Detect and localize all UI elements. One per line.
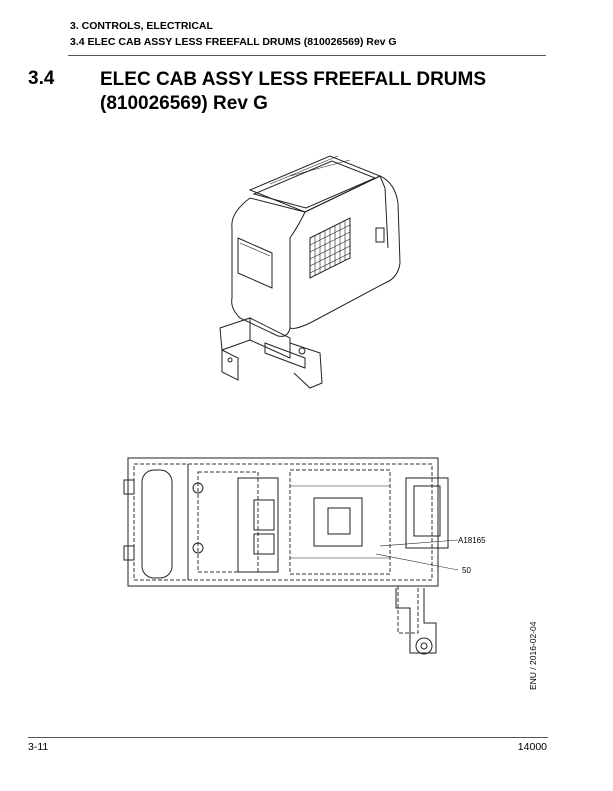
section-header: 3.4 ELEC CAB ASSY LESS FREEFALL DRUMS (8… <box>70 36 397 48</box>
section-title: ELEC CAB ASSY LESS FREEFALL DRUMS (81002… <box>100 68 540 116</box>
page-number: 3-11 <box>28 741 49 753</box>
callout-a18165: A18165 <box>458 536 486 545</box>
cab-isometric-illustration <box>219 155 401 389</box>
section-number: 3.4 <box>28 68 55 89</box>
footer-rule <box>28 737 548 738</box>
cab-vent-grille <box>309 217 351 279</box>
document-date-code: ENU / 2016-02-04 <box>528 621 538 690</box>
chapter-header: 3. CONTROLS, ELECTRICAL <box>70 20 213 32</box>
callout-50: 50 <box>462 566 471 575</box>
header-rule <box>68 55 546 56</box>
cab-top-view-drawing <box>123 457 458 655</box>
section-title-line1: ELEC CAB ASSY LESS FREEFALL DRUMS <box>100 69 487 90</box>
model-number: 14000 <box>517 741 547 753</box>
section-title-line2: (810026569) Rev G <box>100 93 268 114</box>
